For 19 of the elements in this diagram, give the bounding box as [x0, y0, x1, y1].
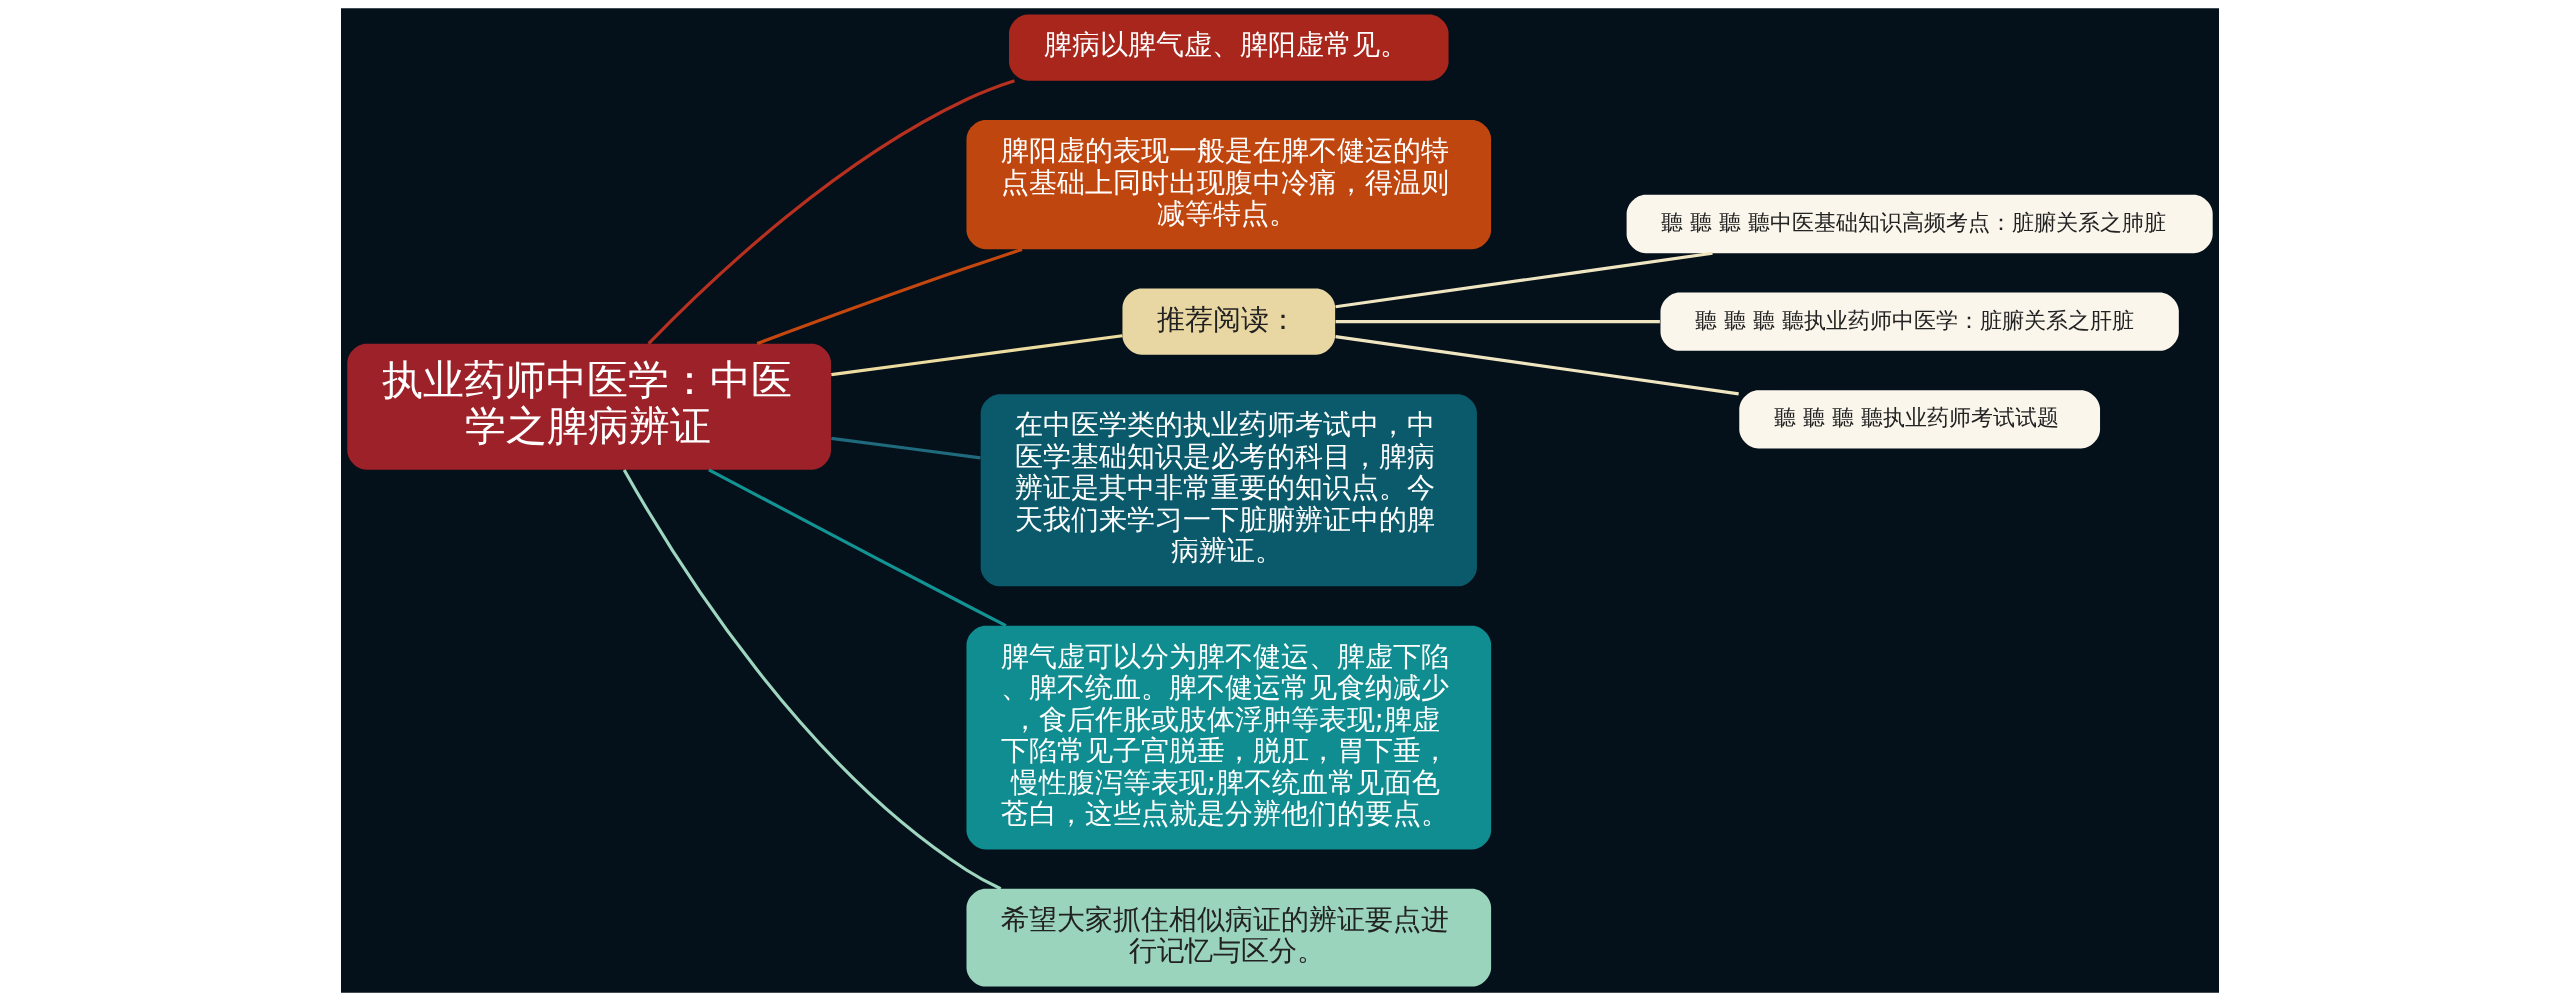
- node-box: 执业药师中医学：中医学之脾病辨证: [347, 343, 831, 470]
- node-box: 脾气虚可以分为脾不健运、脾虚下陷、脾不统血。脾不健运常见食纳减少，食后作胀或肢体浮肿等表现;脾虚下陷常见子宫脱垂，脱肛，胃下垂，慢性腹泻等表现;脾不统血常见面色苍白，这些点就是分辨他们的要点。: [966, 625, 1492, 850]
- node-box: 希望大家抓住相似病证的辨证要点进行记忆与区分。: [966, 888, 1492, 987]
- node-box: 聽 聽 聽 聽执业药师中医学：脏腑关系之肝脏: [1660, 292, 2179, 351]
- connector: [1335, 251, 1713, 309]
- connector: [708, 468, 1007, 627]
- node-box: 在中医学类的执业药师考试中，中医学基础知识是必考的科目，脾病辨证是其中非常重要的知识点。今天我们来学习一下脏腑辨证中的脾病辨证。: [980, 394, 1477, 587]
- connector: [756, 247, 1023, 346]
- connector: [831, 334, 1123, 377]
- node-box: 脾阳虚的表现一般是在脾不健运的特点基础上同时出现腹中冷痛，得温则减等特点。: [966, 120, 1492, 250]
- node-box: 脾病以脾气虚、脾阳虚常见。: [1009, 14, 1449, 81]
- node-box: 推荐阅读：: [1122, 288, 1336, 355]
- connector: [647, 79, 1015, 345]
- connector: [622, 469, 1002, 891]
- connector: [1335, 335, 1739, 396]
- connector: [831, 436, 981, 460]
- connector: [1335, 320, 1660, 324]
- node-box: 聽 聽 聽 聽中医基础知识高频考点：脏腑关系之肺脏: [1626, 194, 2213, 254]
- node-box: 聽 聽 聽 聽执业药师考试试题: [1739, 390, 2101, 449]
